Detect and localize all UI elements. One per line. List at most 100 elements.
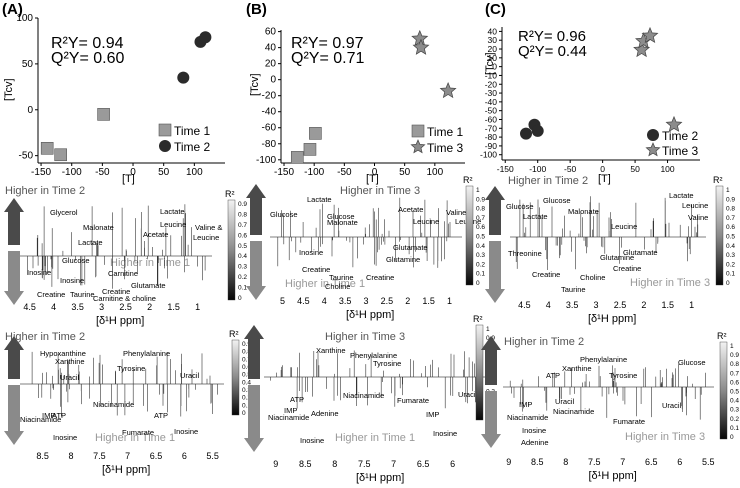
colorbar-tick: 0 [238, 295, 242, 302]
nmr-xlabel: [δ¹H ppm] [589, 470, 637, 482]
colorbar-tick: 1 [476, 187, 480, 194]
metabolite-label-up: Leucine [611, 222, 637, 231]
metabolite-label-down: Carnitine & choline [93, 294, 156, 303]
colorbar-tick: 0 [242, 410, 246, 417]
data-point-circle [520, 127, 533, 140]
down-arrow [244, 385, 264, 452]
colorbar-tick: 0.9 [726, 196, 735, 203]
scatter-ytick: 50 [22, 59, 34, 70]
metabolite-label-up: Valine [688, 213, 708, 222]
nmr-xtick: 7 [391, 459, 396, 469]
nmr-xtick: 4 [322, 296, 327, 306]
higher-in-bottom-label: Higher in Time 1 [335, 432, 415, 444]
metabolite-label-up: Glucose [270, 210, 298, 219]
scatter-ytick: -80 [262, 139, 277, 150]
scatter-xtick: -150 [274, 167, 294, 178]
metabolite-label-up: Uracil [60, 373, 80, 382]
data-point-square [303, 143, 317, 156]
nmr-xlabel: [δ¹H ppm] [588, 313, 636, 325]
nmr-xtick: 8 [68, 451, 73, 461]
metabolite-label-up: Malonate [568, 207, 599, 216]
colorbar-tick: 0.3 [730, 407, 739, 414]
metabolite-label-up: Leucine [413, 217, 439, 226]
data-point-square [54, 148, 67, 162]
metabolite-label-down: ATP [290, 395, 304, 404]
down-arrow [246, 241, 266, 300]
metabolite-label-up: Tyrosine [609, 371, 637, 380]
metabolite-label-down: Uracil [555, 397, 575, 406]
scatter-ytick: 10 [488, 53, 498, 63]
colorbar [465, 185, 474, 286]
scatter-ytick: 0 [492, 62, 497, 72]
legend-b-time1: Time 1 [427, 125, 464, 139]
scatter-xtick: 100 [660, 164, 674, 174]
data-point-star [439, 81, 457, 99]
colorbar [231, 339, 240, 416]
nmr-xtick: 8.5 [36, 451, 49, 461]
legend-b-time1-marker [411, 124, 425, 138]
nmr-xtick: 6.5 [417, 459, 430, 469]
metabolite-label-up: Valine & [195, 223, 222, 232]
nmr-xtick: 8 [563, 457, 568, 467]
metabolite-label-up: Glucose [543, 196, 571, 205]
colorbar-tick: 0.7 [476, 215, 485, 222]
colorbar-tick: 0.4 [238, 253, 247, 260]
metabolite-label-up: Tyrosine [117, 364, 145, 373]
nmr-xtick: 6 [182, 451, 187, 461]
scatter-b-r2y: R²Y= 0.97 [291, 35, 364, 52]
nmr-xtick: 7.5 [588, 457, 601, 467]
nmr-xtick: 4.5 [518, 300, 531, 310]
scatter-c: -100-90-80-70-60-50-40-30-20-10010203040… [480, 26, 700, 185]
nmr-xtick: 4.5 [23, 302, 36, 312]
nmr-xtick: 3.5 [71, 302, 84, 312]
colorbar-tick: 0.3 [238, 264, 247, 271]
spectrum-peaks [509, 364, 706, 420]
metabolite-label-down: IMP [284, 406, 297, 415]
scatter-ytick: -80 [485, 132, 498, 142]
metabolite-label-up: Tyrosine [373, 359, 401, 368]
nmr-xtick: 2.5 [119, 302, 132, 312]
scatter-ytick: -50 [19, 151, 34, 162]
metabolite-label-down: Niacinamide [507, 413, 548, 422]
scatter-ytick: -20 [485, 79, 498, 89]
metabolite-label-up: Glucose [678, 358, 706, 367]
scatter-xtick: 50 [399, 167, 411, 178]
scatter-ytick: -100 [480, 150, 497, 160]
metabolite-label-down: Glutamine [386, 255, 420, 264]
metabolite-label-down: Inosine [299, 248, 323, 257]
colorbar-title: R² [225, 189, 235, 199]
scatter-ytick: -70 [485, 123, 498, 133]
colorbar-tick: 0.8 [238, 211, 247, 218]
metabolite-label-down: Uracil [458, 390, 478, 399]
scatter-xtick: -50 [95, 167, 110, 178]
scatter-ytick: -10 [485, 70, 498, 80]
scatter-xtick: -150 [31, 167, 51, 178]
metabolite-label-down: Uracil [662, 401, 682, 410]
scatter-ytick: -100 [256, 155, 276, 166]
metabolite-label-down: Taurine [561, 285, 586, 294]
spectrum-peaks [277, 197, 451, 268]
metabolite-label-down: Glutamate [623, 248, 658, 257]
colorbar-tick: 0 [730, 434, 734, 441]
legend-c-time2: Time 2 [662, 129, 699, 143]
up-arrow [246, 184, 266, 235]
scatter-xtick: -100 [304, 167, 324, 178]
colorbar-tick: 1 [486, 326, 490, 333]
scatter-ytick: 100 [16, 13, 33, 24]
metabolite-label-up: Leucine [160, 220, 186, 229]
scatter-ytick: -40 [485, 97, 498, 107]
colorbar-tick: 0.6 [242, 364, 251, 371]
up-arrow [244, 325, 264, 379]
metabolite-label-down: Taurine [70, 290, 95, 299]
data-point-circle [177, 71, 190, 84]
metabolite-label-up: Uracil [180, 371, 200, 380]
metabolite-label-down: Creatine [532, 270, 560, 279]
nmr-xlabel: [δ¹H ppm] [346, 309, 394, 321]
colorbar-title: R² [229, 329, 239, 339]
metabolite-label-up: ATP [546, 371, 560, 380]
nmr-xtick: 9 [506, 457, 511, 467]
colorbar-tick: 0.2 [726, 261, 735, 268]
metabolite-label-down: Choline [325, 282, 350, 291]
